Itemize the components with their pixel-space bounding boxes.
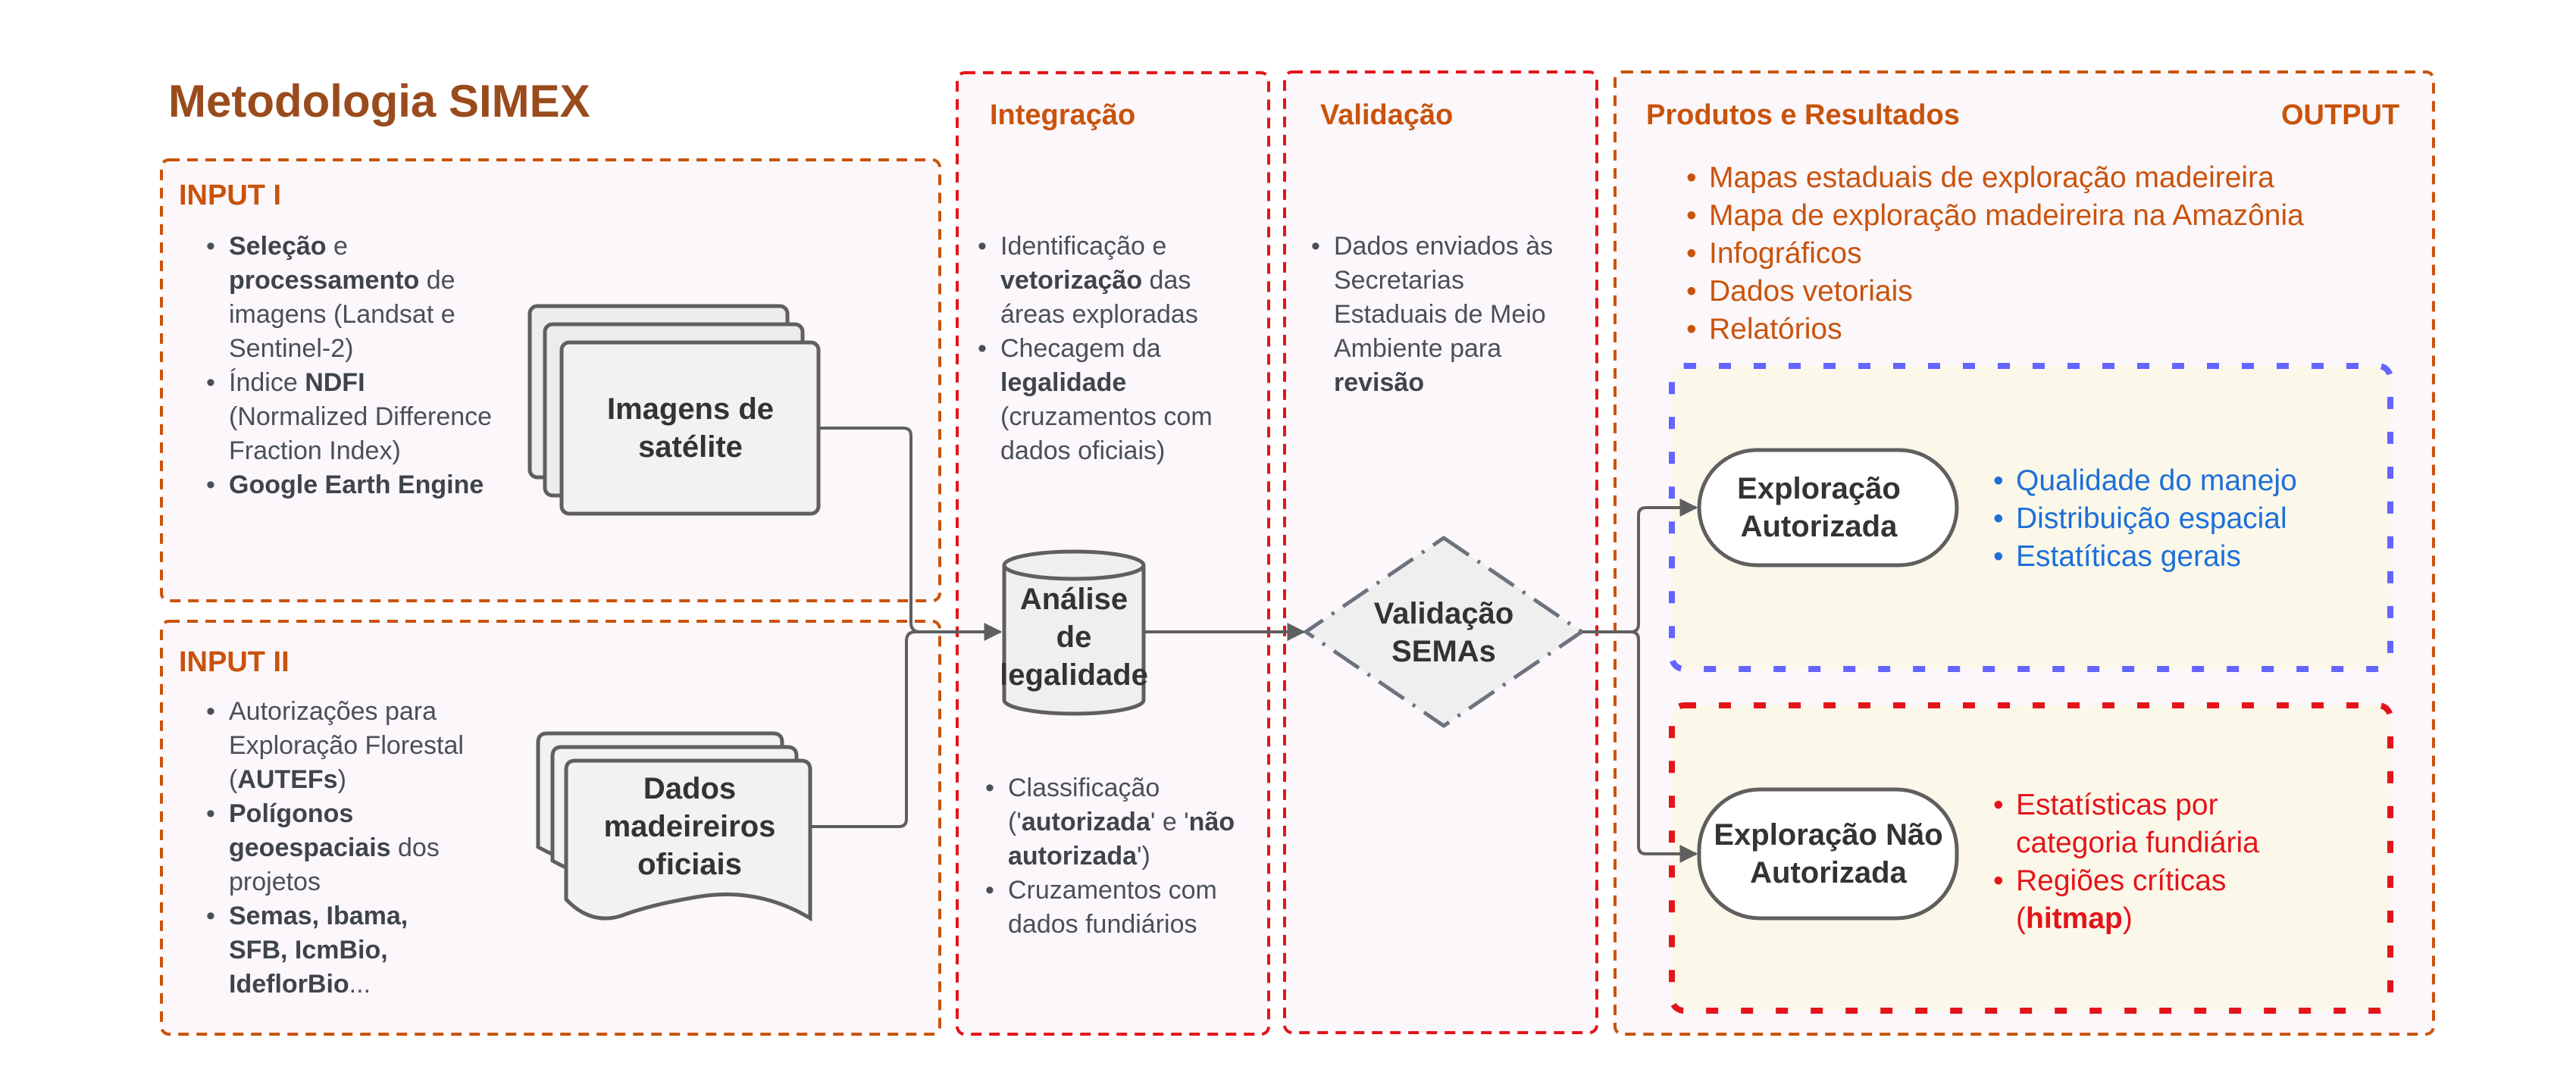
list-item: Classificação ('autorizada' e 'não autor…: [985, 771, 1258, 874]
list-item: Dados enviados às Secretarias Estaduais …: [1311, 230, 1584, 400]
authorized-node[interactable]: [1697, 448, 1959, 567]
list-item: Estatísticas por categoria fundiária: [1993, 786, 2296, 862]
list-item: Checagem da legalidade (cruzamentos com …: [978, 332, 1250, 468]
semas-validation-label: Validação SEMAs: [1373, 597, 1514, 668]
list-item: Qualidade do manejo: [1993, 462, 2372, 500]
list-item: Mapa de exploração madeireira na Amazôni…: [1686, 197, 2368, 235]
list-item: Autorizações para Exploração Florestal (…: [206, 695, 509, 797]
connector-validation-to-authorized: [1582, 499, 1698, 633]
validacao-list: Dados enviados às Secretarias Estaduais …: [1311, 230, 1584, 400]
list-item: Infográficos: [1686, 235, 2368, 273]
connector-validation-to-unauthorized: [1582, 630, 1698, 863]
legality-analysis-node[interactable]: [1002, 549, 1146, 716]
list-item: Regiões críticas (hitmap): [1993, 862, 2296, 938]
list-item: Polígonos geoespaciais dos projetos: [206, 797, 509, 899]
input2-heading: INPUT II: [179, 646, 290, 678]
list-item: Semas, Ibama, SFB, IcmBio, IdeflorBio...: [206, 899, 441, 1002]
input1-heading: INPUT I: [179, 180, 282, 211]
satellite-images-node[interactable]: [527, 304, 821, 516]
satellite-images-label: Imagens de satélite: [606, 392, 775, 464]
connector-data-to-analysis: [811, 630, 1000, 828]
authorized-label: Exploração Autorizada: [1737, 472, 1901, 543]
connector-satellite-to-analysis: [820, 427, 1003, 641]
semas-validation-node[interactable]: [1304, 536, 1584, 728]
official-data-label: Dados madeireiros oficiais: [603, 772, 776, 881]
official-data-node[interactable]: [536, 731, 812, 922]
output-heading: Produtos e Resultados: [1646, 99, 1960, 131]
list-item: Índice NDFI (Normalized Difference Fract…: [206, 366, 494, 468]
list-item: Identificação e vetorização das áreas ex…: [978, 230, 1250, 332]
input1-list: Seleção e processamento de imagens (Land…: [206, 230, 494, 502]
integracao-list-top: Identificação e vetorização das áreas ex…: [978, 230, 1250, 468]
list-item: Estatíticas gerais: [1993, 538, 2372, 576]
validacao-heading: Validação: [1320, 99, 1454, 131]
output-tag: OUTPUT: [2281, 99, 2400, 131]
unauthorized-node[interactable]: [1697, 787, 1959, 921]
list-item: Cruzamentos com dados fundiários: [985, 874, 1258, 942]
diagram-title: Metodologia SIMEX: [168, 76, 590, 127]
output-list: Mapas estaduais de exploração madeireira…: [1686, 159, 2368, 349]
list-item: Mapas estaduais de exploração madeireira: [1686, 159, 2368, 197]
unauthorized-list: Estatísticas por categoria fundiária Reg…: [1993, 786, 2296, 938]
authorized-list: Qualidade do manejo Distribuição espacia…: [1993, 462, 2372, 576]
list-item: Dados vetoriais: [1686, 273, 2368, 311]
input2-list: Autorizações para Exploração Florestal (…: [206, 695, 509, 1002]
unauthorized-label: Exploração Não Autorizada: [1714, 818, 1943, 889]
integracao-heading: Integração: [990, 99, 1136, 131]
list-item: Google Earth Engine: [206, 468, 494, 502]
list-item: Relatórios: [1686, 311, 2368, 349]
list-item: Seleção e processamento de imagens (Land…: [206, 230, 494, 366]
list-item: Distribuição espacial: [1993, 500, 2372, 538]
integracao-list-bottom: Classificação ('autorizada' e 'não autor…: [985, 771, 1258, 942]
legality-analysis-label: Análise de legalidade: [1000, 583, 1148, 692]
